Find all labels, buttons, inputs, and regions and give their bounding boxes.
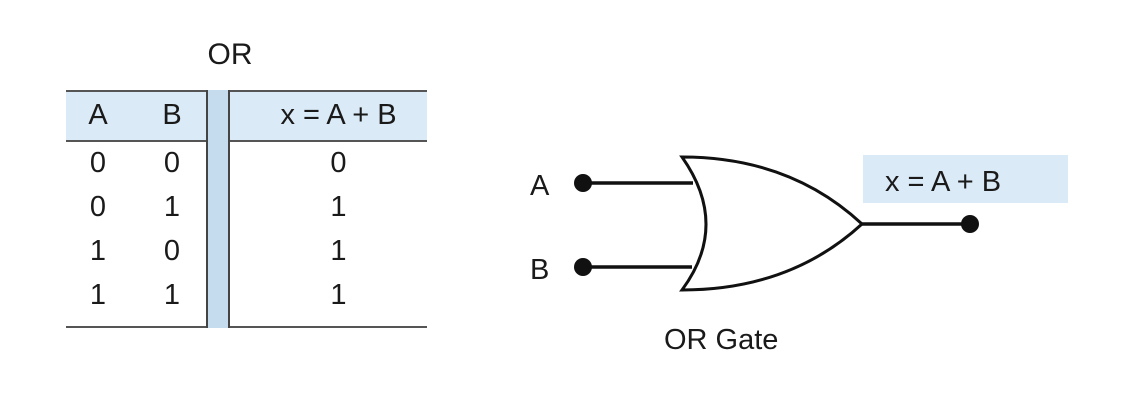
output-label: x = A + B: [885, 166, 1001, 198]
cell-b: 0: [163, 147, 181, 179]
or-gate-body: [679, 155, 865, 292]
cell-a: 0: [89, 147, 107, 179]
input-a-terminal: [574, 174, 592, 192]
table-top-rule: [66, 90, 427, 92]
cell-x: 1: [330, 191, 347, 223]
cell-x: 1: [330, 279, 347, 311]
gate-caption: OR Gate: [664, 324, 778, 356]
truth-table-rows: 0 0 0 0 1 1 1 0 1 1 1 1: [66, 142, 427, 318]
table-row: 1 1 1: [66, 274, 427, 318]
cell-a: 0: [89, 191, 107, 223]
cell-x: 0: [330, 147, 347, 179]
table-row: 1 0 1: [66, 230, 427, 274]
output-label-box: [863, 155, 1068, 203]
header-b: B: [162, 99, 182, 131]
output-terminal: [961, 215, 979, 233]
truth-table-header-band: [66, 90, 427, 140]
truth-table: A B x = A + B 0 0 0 0 1 1 1 0 1 1 1 1: [66, 90, 427, 328]
table-bottom-rule: [66, 326, 427, 328]
input-b-label: B: [530, 254, 549, 286]
cell-b: 0: [163, 235, 181, 267]
header-bottom-rule: [66, 140, 427, 142]
cell-x: 1: [330, 235, 347, 267]
header-x: x = A + B: [280, 99, 397, 131]
input-b-terminal: [574, 258, 592, 276]
cell-b: 1: [163, 191, 181, 223]
cell-a: 1: [89, 235, 107, 267]
cell-b: 1: [163, 279, 181, 311]
table-row: 0 0 0: [66, 142, 427, 186]
truth-table-title: OR: [207, 38, 253, 71]
column-divider: [206, 90, 230, 328]
input-a-label: A: [530, 170, 550, 202]
header-a: A: [88, 99, 108, 131]
table-row: 0 1 1: [66, 186, 427, 230]
cell-a: 1: [89, 279, 107, 311]
